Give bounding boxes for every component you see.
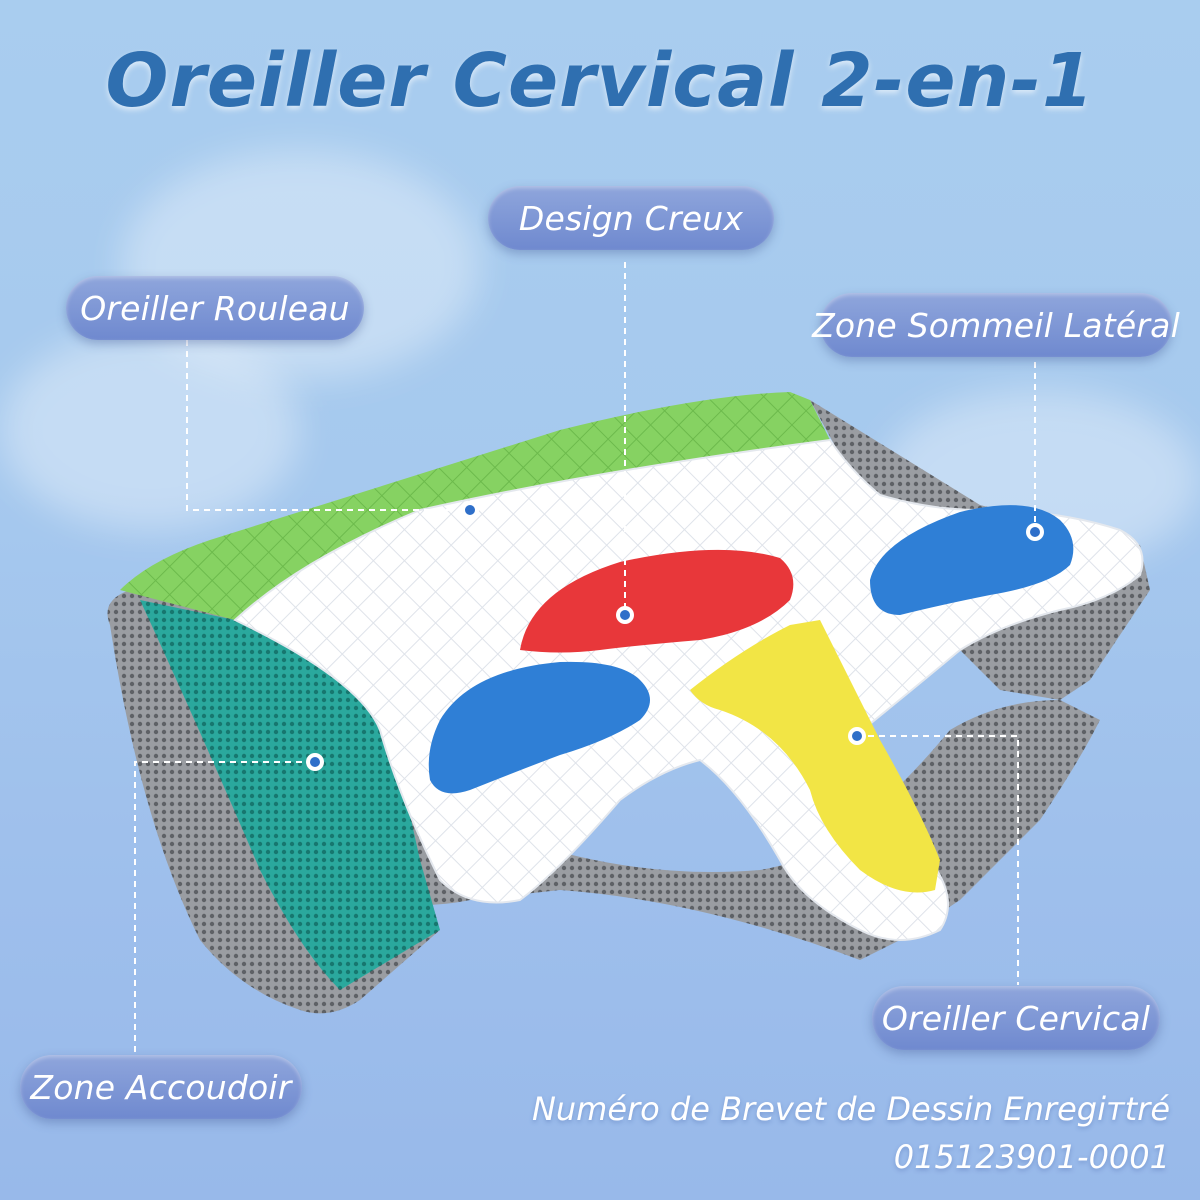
callout-dot-oreiller-cervical bbox=[848, 727, 866, 745]
blue-zone-left bbox=[428, 661, 650, 794]
callout-dot-zone-sommeil bbox=[1026, 523, 1044, 541]
callout-dot-oreiller-rouleau bbox=[461, 501, 479, 519]
red-zone bbox=[520, 549, 794, 653]
label-design-creux: Design Creux bbox=[488, 186, 774, 250]
blue-zone-right bbox=[870, 505, 1074, 615]
callout-dot-zone-accoudoir bbox=[306, 753, 324, 771]
label-oreiller-cervical: Oreiller Cervical bbox=[872, 986, 1160, 1050]
patent-number: 015123901-0001 bbox=[893, 1138, 1170, 1176]
green-roll bbox=[120, 392, 830, 620]
patent-line-1: Numéro de Brevet de Dessin Enregiтtré bbox=[531, 1090, 1170, 1128]
label-oreiller-rouleau: Oreiller Rouleau bbox=[66, 276, 364, 340]
callout-line-oreiller-rouleau bbox=[186, 340, 470, 511]
label-zone-accoudoir: Zone Accoudoir bbox=[20, 1055, 302, 1119]
callout-dot-design-creux bbox=[616, 606, 634, 624]
page-title: Oreiller Cervical 2-en-1 bbox=[105, 38, 1095, 124]
cloud-left bbox=[120, 150, 480, 380]
yellow-zone bbox=[690, 620, 940, 893]
label-zone-sommeil-lateral: Zone Sommeil Latéral bbox=[812, 293, 1180, 357]
cloud-left-low bbox=[0, 330, 300, 530]
teal-panel bbox=[140, 600, 440, 990]
callout-line-zone-accoudoir bbox=[134, 761, 315, 1052]
